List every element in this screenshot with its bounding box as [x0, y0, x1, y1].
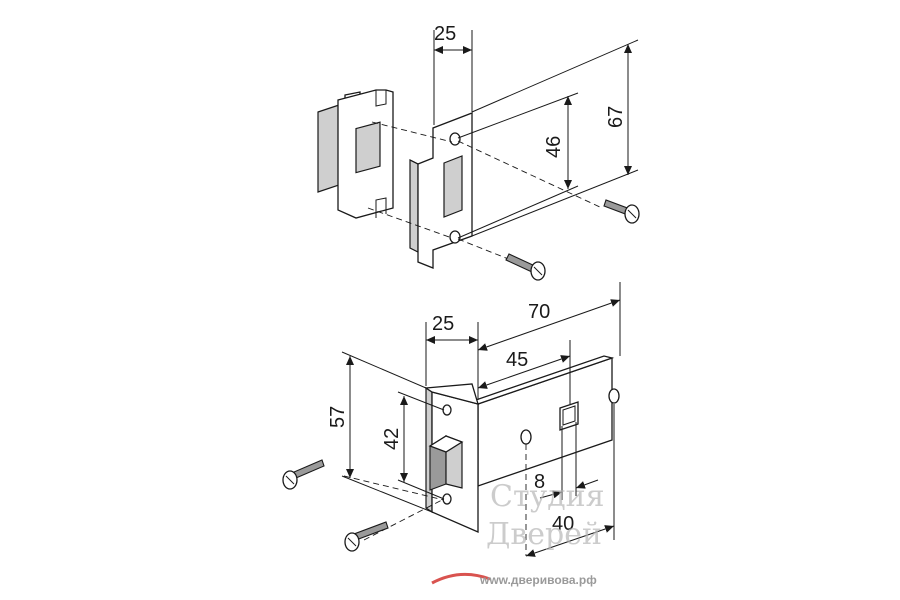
screw-icon: [282, 459, 325, 490]
latch-faceplate-width-label: 25: [432, 313, 454, 335]
screw-icon: [603, 199, 640, 224]
latch-spindle-label: 8: [534, 471, 545, 493]
latch-faceplate-height-label: 57: [327, 406, 349, 428]
strike-hole-spacing-label: 46: [543, 136, 565, 158]
latch-backset-label: 45: [506, 349, 528, 371]
latch-mount-spacing-label: 40: [552, 513, 574, 535]
strike-plate-group: 25 46 67: [317, 23, 640, 281]
screw-icon: [344, 521, 389, 552]
strike-height-label: 67: [605, 106, 627, 128]
strike-width-label: 25: [434, 23, 456, 45]
watermark-line2: Дверей: [486, 517, 602, 552]
screw-icon: [505, 253, 546, 281]
watermark-swoosh: [431, 572, 491, 585]
latch-bolt: [428, 435, 464, 491]
latch-hole-spacing-label: 42: [381, 428, 403, 450]
latch-body: [467, 355, 620, 487]
strike-box: [317, 89, 394, 219]
latch-total-length-label: 70: [528, 301, 550, 323]
watermark-line1: Студия: [490, 479, 605, 514]
watermark-url: www.двериво­ва.рф: [479, 573, 597, 587]
watermark: Студия Дверей www.двериво­ва.рф: [431, 479, 605, 587]
latch-group: 25 70 45 57 42 8 40: [282, 282, 621, 557]
